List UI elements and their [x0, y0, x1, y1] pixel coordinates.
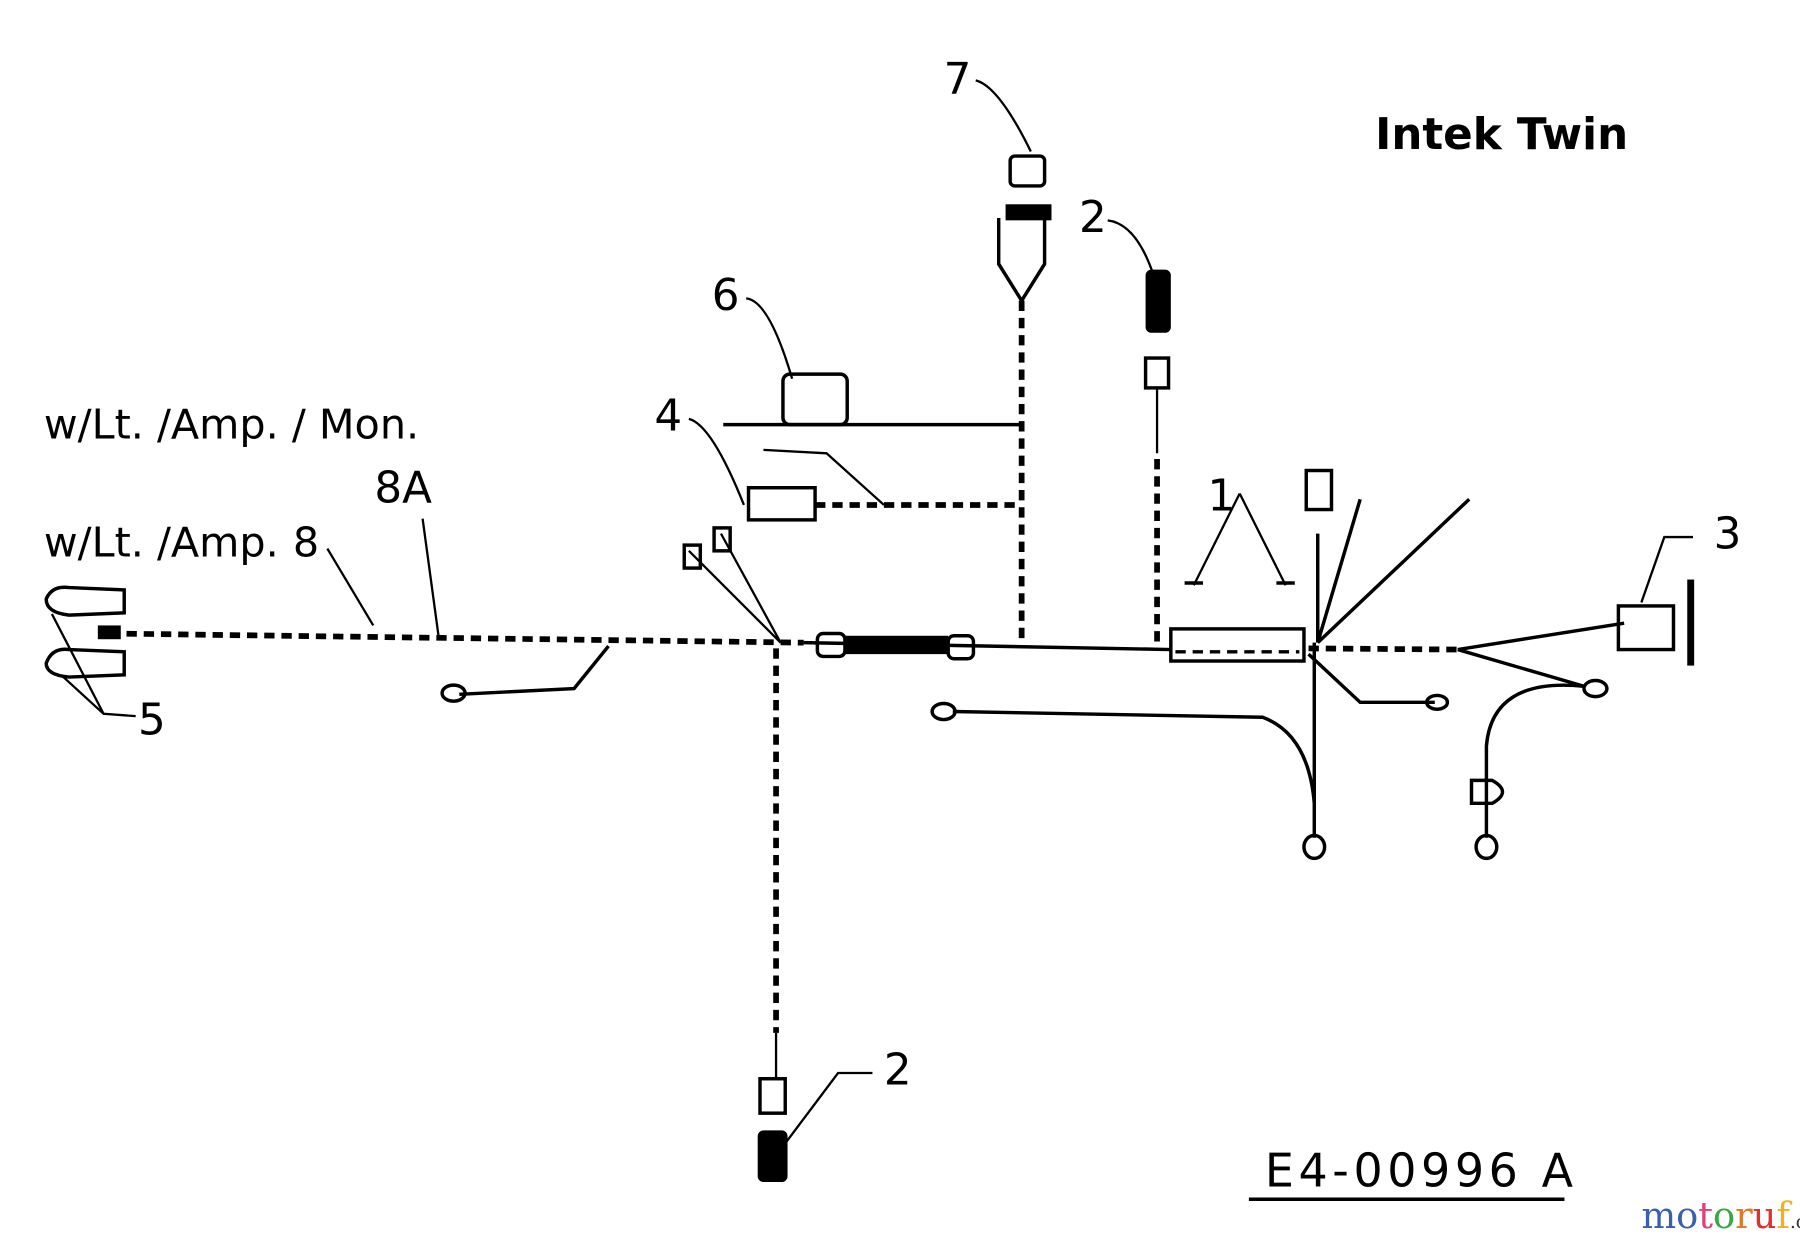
spade-leads [688, 533, 782, 644]
callout-2-top: 2 [1079, 193, 1107, 243]
leader-3 [1640, 535, 1693, 603]
callout-2-bottom: 2 [884, 1045, 912, 1095]
connector-7 [975, 79, 1052, 643]
component-6 [723, 297, 1022, 427]
spade-connector [682, 543, 703, 570]
callout-3: 3 [1714, 510, 1742, 560]
callout-7: 7 [944, 55, 972, 105]
connector-5 [44, 585, 136, 718]
callout-4: 4 [654, 391, 682, 441]
drawing-number: E4-00996 A [1265, 1144, 1578, 1198]
diagram-title: Intek Twin [1375, 110, 1628, 160]
connector-2-bottom [757, 648, 873, 1183]
main-harness [109, 468, 1695, 861]
leader-8-8a [326, 518, 440, 638]
callout-1: 1 [1208, 472, 1236, 522]
component-4 [688, 417, 1022, 522]
connector-2-top [1107, 219, 1171, 643]
callout-8a: 8A [374, 464, 432, 514]
note-light-amp: w/Lt. /Amp. [44, 519, 279, 567]
motoruf-watermark: motoruf.de [1641, 1194, 1800, 1237]
callout-8: 8 [293, 519, 319, 567]
callout-6: 6 [712, 271, 740, 321]
callout-5: 5 [138, 695, 166, 745]
spade-connector [712, 526, 732, 553]
note-light-amp-mon: w/Lt. /Amp. / Mon. [44, 400, 419, 448]
